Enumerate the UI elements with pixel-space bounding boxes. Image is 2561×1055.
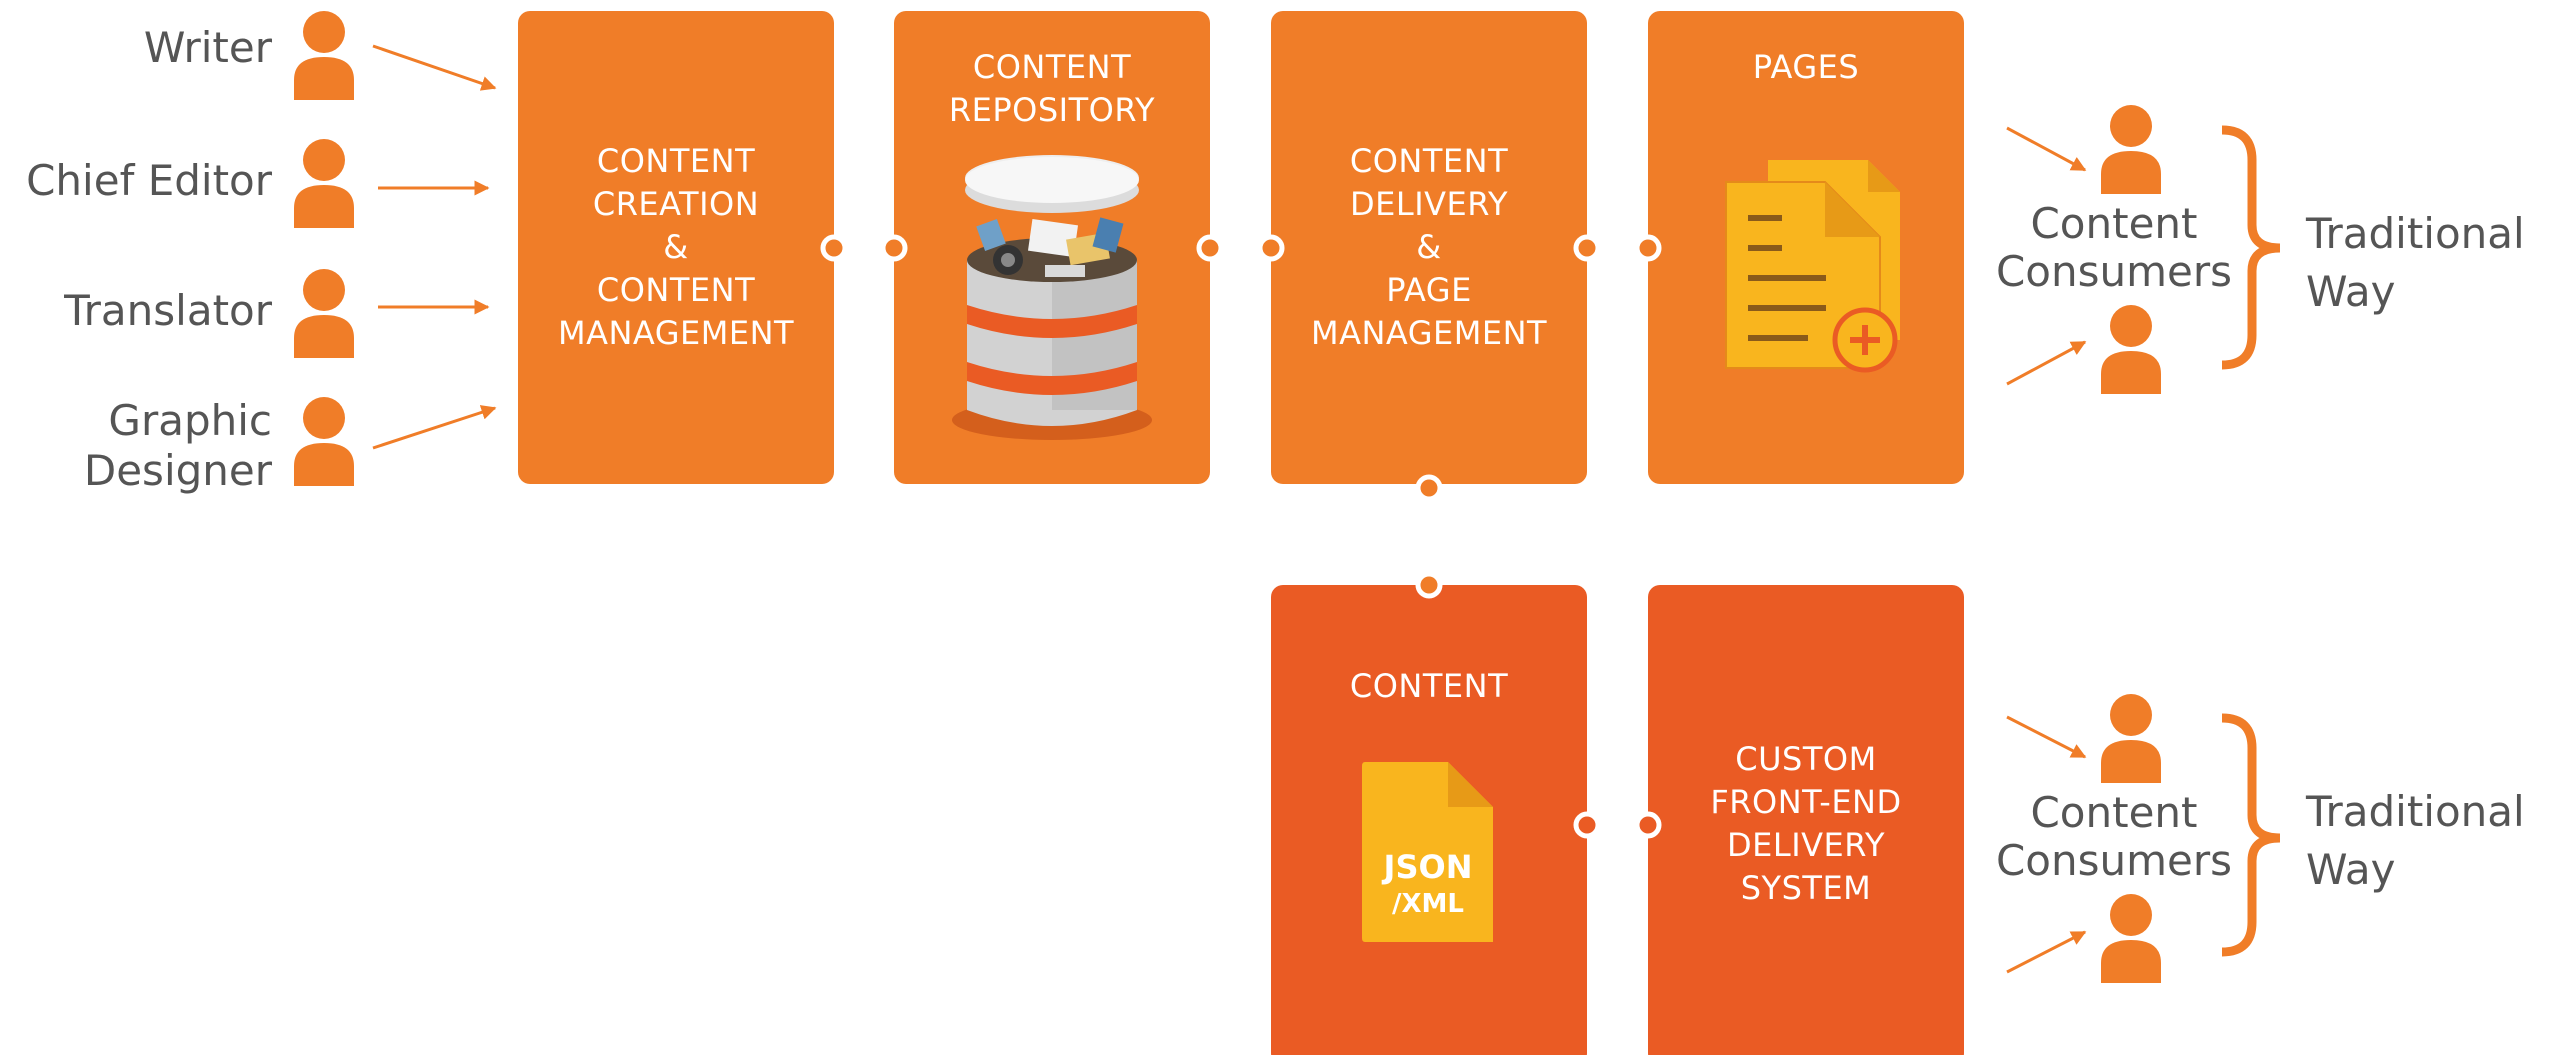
role-chief-editor: Chief Editor [26, 156, 273, 205]
xml-label: /XML [1392, 889, 1464, 919]
brace-top [2221, 125, 2281, 370]
connector [1573, 234, 1662, 262]
role-translator: Translator [63, 286, 273, 335]
role-writer: Writer [144, 23, 273, 72]
delivery-line-5: MANAGEMENT [1311, 314, 1547, 352]
connector [820, 234, 908, 262]
custom-line-4: SYSTEM [1741, 869, 1872, 907]
custom-line-3: DELIVERY [1727, 826, 1885, 864]
json-label: JSON [1382, 848, 1473, 886]
content-title: CONTENT [1350, 667, 1508, 705]
creation-line-2: CREATION [593, 185, 759, 223]
person-icon [2101, 894, 2161, 983]
person-icon [294, 139, 354, 228]
box-content-creation [518, 11, 834, 484]
way-top-line-1: Traditional [2305, 209, 2525, 258]
person-icon [2101, 694, 2161, 783]
person-icon [2101, 105, 2161, 194]
person-icon [294, 269, 354, 358]
arrow-consumer-bottom-in-2 [2006, 930, 2087, 974]
way-bottom-line-1: Traditional [2305, 787, 2525, 836]
custom-line-2: FRONT-END [1710, 783, 1901, 821]
brace-bottom [2221, 713, 2281, 957]
role-graphic-designer-line2: Designer [84, 446, 273, 495]
creation-line-3: & [663, 228, 688, 266]
connector [1196, 234, 1285, 262]
arrow-consumer-top-in-2 [2006, 340, 2087, 386]
delivery-line-1: CONTENT [1350, 142, 1508, 180]
arrow-consumer-top-in [2006, 126, 2087, 172]
way-top-line-2: Way [2306, 267, 2395, 316]
creation-line-4: CONTENT [597, 271, 755, 309]
database-icon [952, 155, 1152, 440]
documents-icon [1725, 160, 1900, 373]
person-icon [294, 397, 354, 486]
arrow-graphic-designer [372, 405, 497, 450]
creation-line-5: MANAGEMENT [558, 314, 794, 352]
delivery-line-4: PAGE [1386, 271, 1472, 309]
json-file-icon: JSON /XML [1362, 762, 1493, 942]
consumers-top-line-1: Content [2030, 199, 2197, 248]
creation-line-1: CONTENT [597, 142, 755, 180]
box-content-delivery [1271, 11, 1587, 484]
box-custom-frontend [1648, 585, 1964, 1055]
person-icon [2101, 305, 2161, 394]
repository-line-2: REPOSITORY [949, 91, 1155, 129]
arrow-consumer-bottom-in [2006, 715, 2087, 759]
consumers-bottom-line-2: Consumers [1996, 836, 2232, 885]
pages-title: PAGES [1753, 48, 1859, 86]
consumers-bottom-line-1: Content [2030, 788, 2197, 837]
role-graphic-designer-line1: Graphic [108, 396, 272, 445]
way-bottom-line-2: Way [2306, 845, 2395, 894]
custom-line-1: CUSTOM [1735, 740, 1876, 778]
repository-line-1: CONTENT [973, 48, 1131, 86]
connector [1415, 474, 1443, 599]
consumers-top-line-2: Consumers [1996, 247, 2232, 296]
person-icon [294, 11, 354, 100]
delivery-line-2: DELIVERY [1350, 185, 1508, 223]
connector [1573, 811, 1662, 839]
delivery-line-3: & [1416, 228, 1441, 266]
arrow-writer [372, 44, 497, 91]
